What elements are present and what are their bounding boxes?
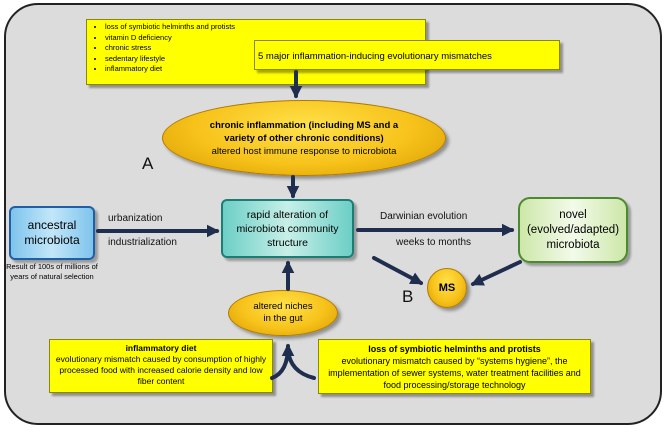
edge-label-urbanization: urbanization [108,213,163,224]
ancestral-line1: ancestral [27,218,77,232]
novel-microbiota-node: novel (evolved/adapted) microbiota [518,197,628,263]
edge-label-industrialization: industrialization [108,237,177,248]
mismatch-bullet: chronic stress [105,43,425,54]
arrow-bottom-merge [270,343,295,380]
edge-label-weeks: weeks to months [396,237,472,248]
altered-niches-node: altered niches in the gut [228,290,338,336]
ancestral-note: Result of 100s of millions of years of n… [6,262,98,281]
diet-title: inflammatory diet [125,343,197,353]
arrow-bottom-merge-right [286,348,316,380]
mismatch-bullet: loss of symbiotic helminths and protists [105,22,425,33]
novel-line3: microbiota [546,238,600,251]
niches-line2: in the gut [263,313,303,324]
ms-node: MS [427,268,467,308]
mismatch-bullet: vitamin D deficiency [105,33,425,44]
hygiene-title: loss of symbiotic helminths and protists [368,344,541,354]
mismatch-summary-box [254,40,560,70]
mismatch-bullet: inflammatory diet [105,64,425,75]
mismatch-bullet-list: loss of symbiotic helminths and protists… [87,22,425,75]
diet-body: evolutionary mismatch caused by consumpt… [55,354,267,386]
chronic-inflammation-subtitle: altered host immune response to microbio… [211,145,397,157]
novel-line2: (evolved/adapted) [526,223,620,236]
label-b: B [402,287,414,306]
arrow-rapid-to-ms [372,256,424,285]
hygiene-body: evolutionary mismatch caused by “systems… [328,356,581,390]
edge-label-darwinian: Darwinian evolution [380,211,468,222]
ancestral-microbiota-node: ancestral microbiota [9,206,95,260]
arrow-novel-to-ms [470,260,522,286]
mismatch-bullet: sedentary lifestyle [105,54,425,65]
niches-line1: altered niches [253,301,313,312]
ancestral-line2: microbiota [24,233,80,247]
novel-line1: novel [559,208,587,221]
rapid-alteration-node: rapid alteration of microbiota community… [221,199,354,258]
mismatch-summary-text: 5 major inflammation-inducing evolutiona… [258,51,492,62]
inflammatory-diet-box: inflammatory diet evolutionary mismatch … [49,339,273,393]
ms-text: MS [438,282,456,294]
label-a: A [142,154,154,173]
systems-hygiene-box: loss of symbiotic helminths and protists… [318,339,591,394]
rapid-alteration-text: rapid alteration of microbiota community… [236,208,339,249]
chronic-inflammation-title: chronic inflammation (including MS and a… [209,119,399,144]
chronic-inflammation-node: chronic inflammation (including MS and a… [162,100,446,176]
